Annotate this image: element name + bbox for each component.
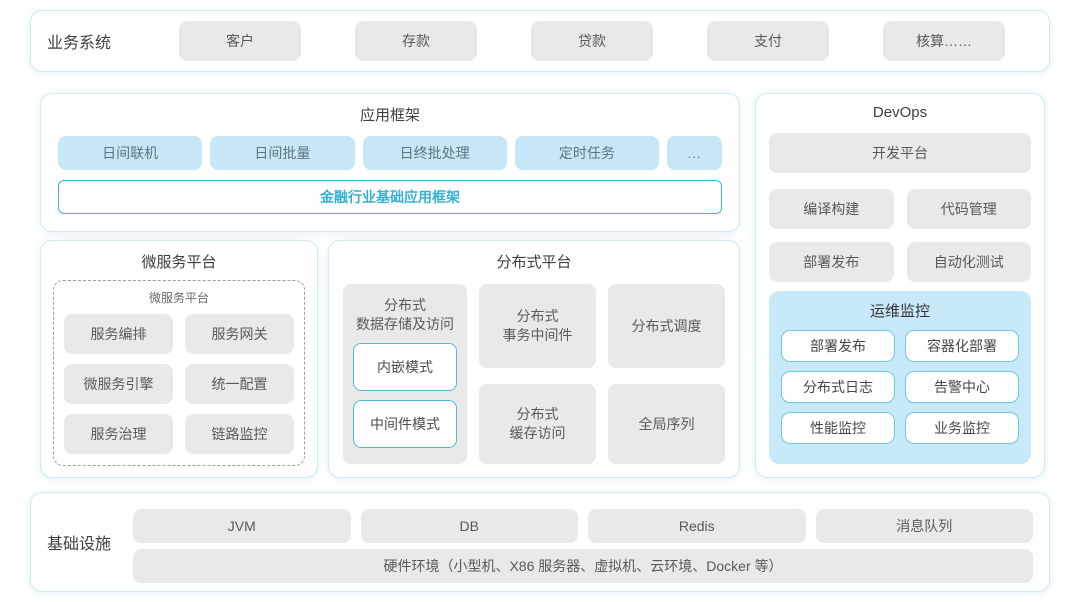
- business-systems-panel: 业务系统 客户 存款 贷款 支付 核算……: [30, 10, 1050, 72]
- devops-item-deploy: 部署发布: [769, 242, 894, 282]
- framework-item-more: ...: [667, 136, 722, 170]
- framework-item-daytime-batch: 日间批量: [210, 136, 355, 170]
- distributed-cell-scheduling: 分布式调度: [608, 284, 725, 368]
- microservice-item-gateway: 服务网关: [185, 314, 294, 354]
- devops-title: DevOps: [872, 104, 928, 121]
- monitor-item-container: 容器化部署: [905, 330, 1019, 362]
- infra-item-mq: 消息队列: [815, 509, 1033, 543]
- ops-monitor-panel: 运维监控 部署发布 容器化部署 分布式日志 告警中心 性能监控 业务监控: [769, 291, 1031, 464]
- distributed-storage-title: 分布式 数据存储及访问: [356, 297, 454, 332]
- distributed-storage-box: 分布式 数据存储及访问 内嵌模式 中间件模式: [343, 284, 467, 464]
- microservice-item-engine: 微服务引擎: [64, 364, 173, 404]
- distributed-platform-panel: 分布式平台 分布式 数据存储及访问 内嵌模式 中间件模式 分布式 事务中间件 分…: [328, 240, 740, 478]
- infra-item-redis: Redis: [588, 509, 806, 543]
- infrastructure-label: 基础设施: [47, 536, 112, 553]
- microservice-item-tracing: 链路监控: [185, 414, 294, 454]
- microservice-item-config: 统一配置: [185, 364, 294, 404]
- infra-item-db: DB: [360, 509, 578, 543]
- infrastructure-row: JVM DB Redis 消息队列: [133, 509, 1033, 543]
- business-item-loan: 贷款: [531, 21, 653, 61]
- monitor-item-logs: 分布式日志: [781, 371, 895, 403]
- distributed-cell-transaction: 分布式 事务中间件: [479, 284, 596, 368]
- framework-item-eod-batch: 日终批处理: [362, 136, 507, 170]
- app-framework-panel: 应用框架 日间联机 日间批量 日终批处理 定时任务 ... 金融行业基础应用框架: [40, 93, 740, 232]
- devops-item-build: 编译构建: [769, 189, 894, 229]
- microservice-platform-panel: 微服务平台 微服务平台 服务编排 服务网关 微服务引擎 统一配置 服务治理 链路…: [40, 240, 318, 478]
- distributed-cell-sequence: 全局序列: [608, 384, 725, 464]
- microservice-inner-box: 微服务平台 服务编排 服务网关 微服务引擎 统一配置 服务治理 链路监控: [53, 280, 305, 466]
- monitor-item-deploy: 部署发布: [781, 330, 895, 362]
- devops-grid: 编译构建 代码管理 部署发布 自动化测试: [769, 189, 1031, 282]
- microservice-item-governance: 服务治理: [64, 414, 173, 454]
- distributed-grid: 分布式 数据存储及访问 内嵌模式 中间件模式 分布式 事务中间件 分布式调度 分…: [343, 284, 725, 464]
- business-item-customer: 客户: [179, 21, 301, 61]
- microservice-title: 微服务平台: [141, 254, 217, 271]
- microservice-grid: 服务编排 服务网关 微服务引擎 统一配置 服务治理 链路监控: [64, 314, 294, 454]
- ops-monitor-grid: 部署发布 容器化部署 分布式日志 告警中心 性能监控 业务监控: [781, 330, 1019, 444]
- distributed-cell-cache: 分布式 缓存访问: [479, 384, 596, 464]
- monitor-item-alert: 告警中心: [905, 371, 1019, 403]
- business-systems-label: 业务系统: [47, 35, 112, 52]
- framework-item-daytime-online: 日间联机: [58, 136, 203, 170]
- infrastructure-panel: 基础设施 JVM DB Redis 消息队列 硬件环境（小型机、X86 服务器、…: [30, 492, 1050, 592]
- devops-dev-platform-box: 开发平台: [769, 133, 1031, 173]
- ops-monitor-title: 运维监控: [869, 303, 930, 320]
- framework-item-scheduled-task: 定时任务: [514, 136, 659, 170]
- microservice-item-orchestration: 服务编排: [64, 314, 173, 354]
- app-framework-title: 应用框架: [359, 107, 420, 124]
- devops-panel: DevOps 开发平台 编译构建 代码管理 部署发布 自动化测试 运维监控 部署…: [755, 93, 1045, 478]
- monitor-item-business: 业务监控: [905, 412, 1019, 444]
- business-item-payment: 支付: [707, 21, 829, 61]
- devops-item-code-mgmt: 代码管理: [906, 189, 1031, 229]
- infrastructure-content: JVM DB Redis 消息队列 硬件环境（小型机、X86 服务器、虚拟机、云…: [133, 493, 1033, 591]
- storage-mode-embedded: 内嵌模式: [353, 343, 457, 391]
- business-items-row: 客户 存款 贷款 支付 核算……: [179, 21, 1005, 61]
- distributed-title: 分布式平台: [496, 254, 572, 271]
- infra-item-jvm: JVM: [133, 509, 351, 543]
- app-framework-row: 日间联机 日间批量 日终批处理 定时任务 ...: [58, 136, 722, 170]
- microservice-inner-title: 微服务平台: [148, 291, 209, 305]
- business-item-deposit: 存款: [355, 21, 477, 61]
- devops-item-auto-test: 自动化测试: [906, 242, 1031, 282]
- business-item-accounting: 核算……: [883, 21, 1005, 61]
- hardware-environment-box: 硬件环境（小型机、X86 服务器、虚拟机、云环境、Docker 等）: [133, 549, 1033, 583]
- monitor-item-performance: 性能监控: [781, 412, 895, 444]
- storage-mode-middleware: 中间件模式: [353, 400, 457, 448]
- base-framework-box: 金融行业基础应用框架: [58, 180, 722, 214]
